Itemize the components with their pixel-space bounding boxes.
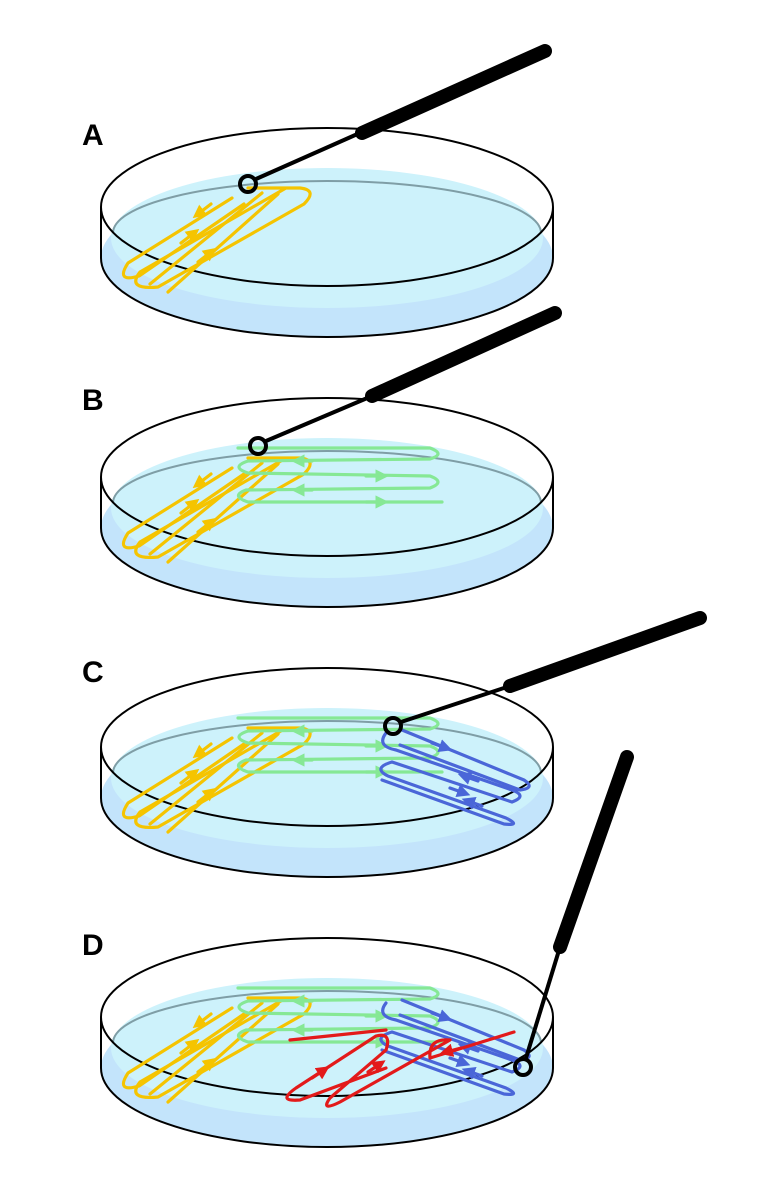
panel-b: B <box>82 306 562 608</box>
inoculation-loop-icon <box>248 306 562 456</box>
panel-label-d: D <box>82 929 104 962</box>
inoculation-loop-icon <box>513 750 634 1077</box>
panel-d: D <box>82 750 634 1148</box>
panel-a: A <box>82 44 554 338</box>
inoculation-loop-icon <box>383 611 707 736</box>
panel-label-b: B <box>82 384 104 417</box>
panel-label-c: C <box>82 656 104 689</box>
petri-dish-icon <box>100 127 554 338</box>
panel-c: C <box>82 611 707 878</box>
inoculation-loop-icon <box>238 44 552 194</box>
panel-label-a: A <box>82 119 104 152</box>
